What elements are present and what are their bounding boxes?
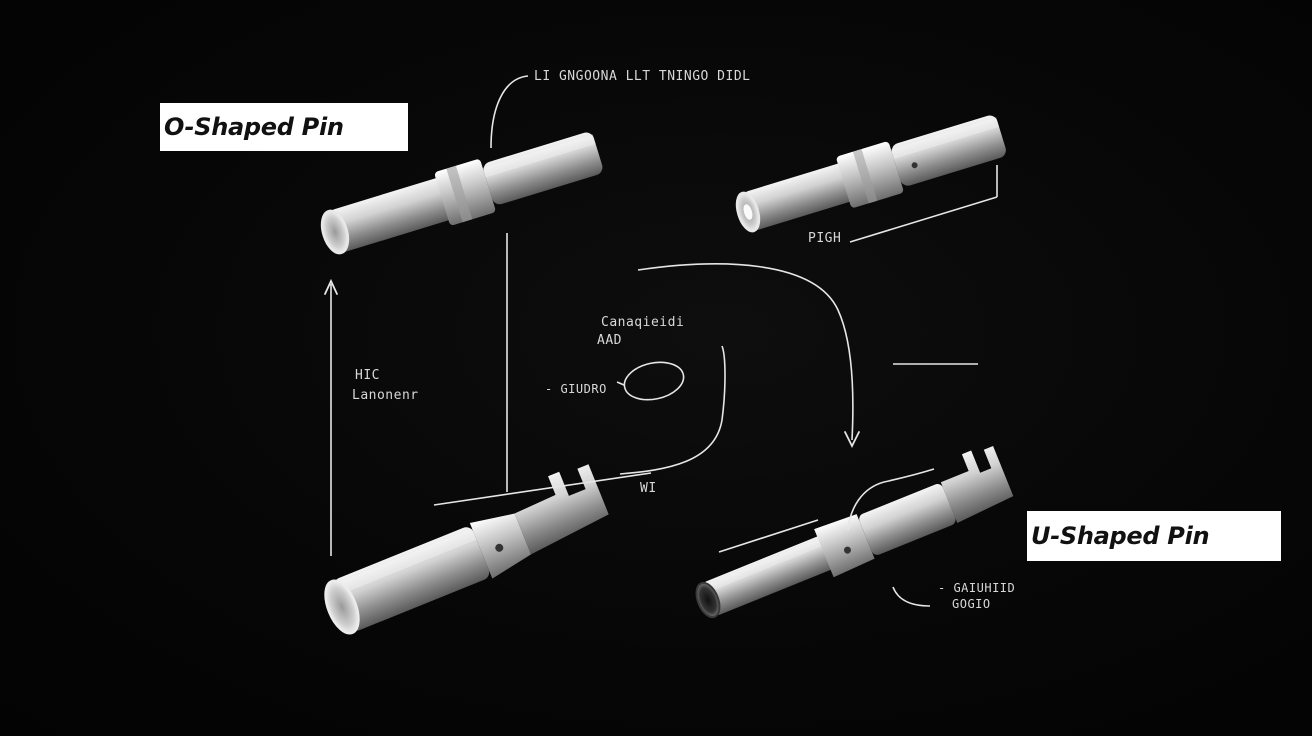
bottom-right-annotation-line1: - GAIUHIID — [938, 581, 1016, 595]
bottom-right-callout-curve — [892, 586, 931, 607]
main-arc — [637, 263, 854, 441]
center-right-curve — [619, 345, 726, 475]
center-title-line1: Canaqieidi — [601, 315, 685, 330]
o-shaped-pin-top — [320, 132, 603, 255]
top-right-bracket-diagonal — [849, 196, 998, 243]
bottom-angled-line — [433, 472, 652, 506]
o-shaped-pin-bottom — [324, 464, 609, 635]
u-pin-left-line — [718, 519, 819, 553]
ellipse-tail — [616, 381, 625, 386]
u-shaped-pin — [695, 445, 1014, 619]
bottom-center-annotation: WI — [640, 481, 657, 496]
header-callout-curve — [490, 75, 529, 149]
center-ellipse — [623, 361, 685, 401]
u-shaped-pin-label: U-Shaped Pin — [1027, 511, 1281, 561]
center-side-annotation: - GIUDRO — [545, 382, 607, 396]
pin-top-right — [735, 115, 1006, 233]
o-shaped-pin-label-text: O-Shaped Pin — [164, 113, 344, 141]
o-shaped-pin-label: O-Shaped Pin — [160, 103, 408, 151]
connector-lines — [330, 75, 998, 607]
top-right-tag: PIGH — [808, 231, 842, 246]
left-annotation-line1: HIC — [355, 368, 380, 383]
arrow-up-icon — [324, 278, 338, 295]
left-annotation-line2: Lanonenr — [352, 388, 419, 403]
bottom-right-annotation-line2: GOGIO — [952, 597, 991, 611]
center-title-line2: AAD — [597, 333, 622, 348]
u-shaped-pin-label-text: U-Shaped Pin — [1031, 522, 1210, 550]
arrow-down-icon — [844, 431, 860, 449]
top-header-annotation: LI GNGOONA LLT TNINGO DIDL — [534, 69, 751, 84]
u-pin-top-curve — [847, 468, 935, 531]
